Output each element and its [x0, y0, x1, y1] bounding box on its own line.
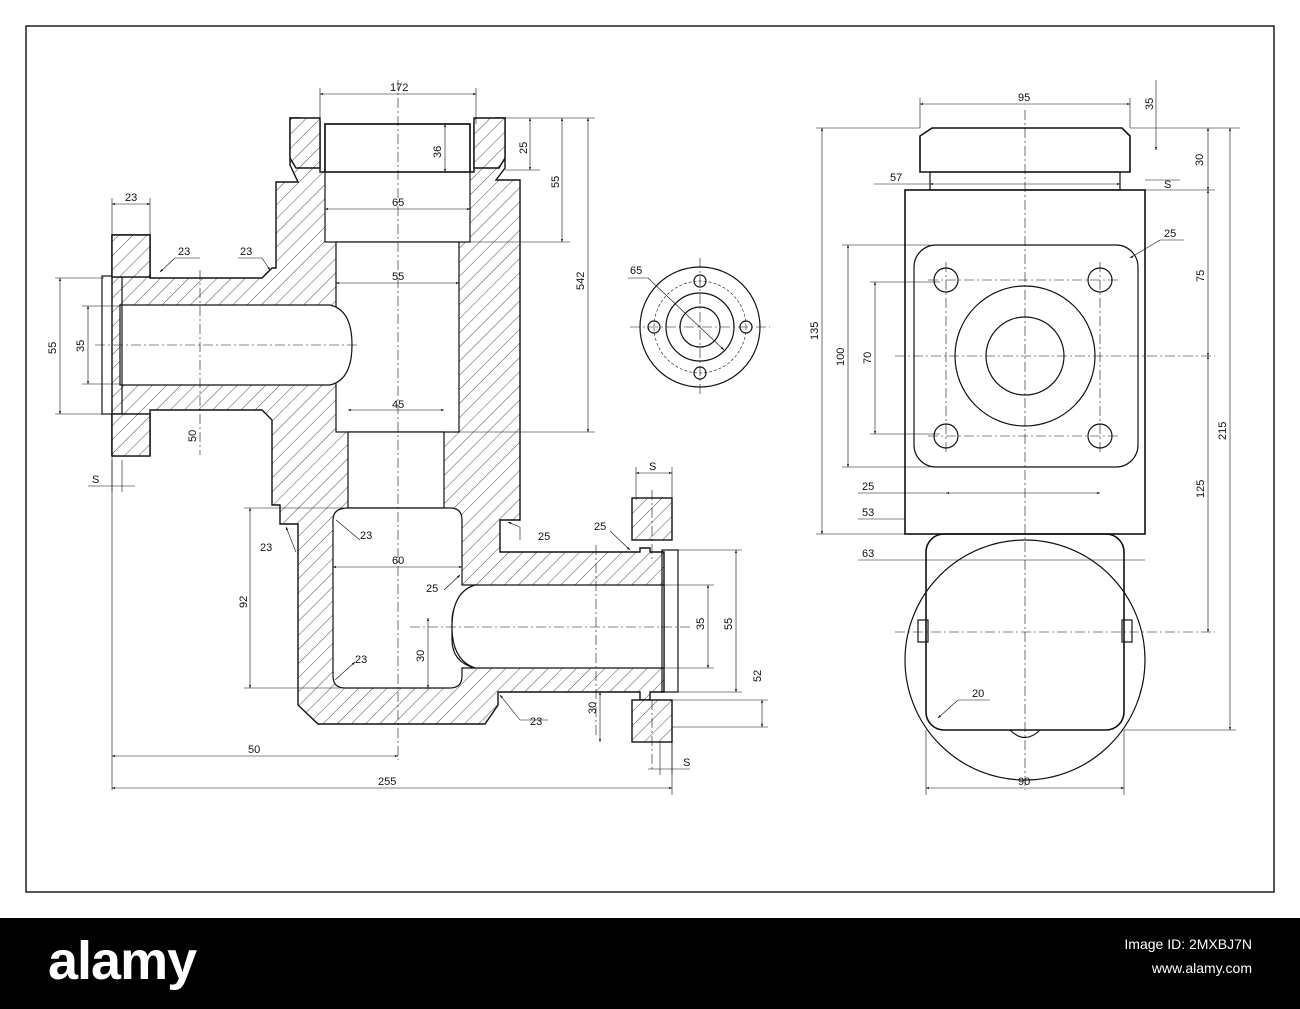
top-cap-slot — [324, 123, 471, 173]
dim-35-left: 35 — [75, 340, 87, 352]
dim-50-v: 50 — [187, 430, 199, 442]
alamy-logo: alamy — [48, 931, 197, 991]
image-id-text: Image ID: 2MXBJ7N — [1124, 936, 1252, 952]
dim-25-e: 25 — [538, 531, 550, 543]
dim-30-low: 30 — [587, 702, 599, 714]
flange-view: 65 — [628, 258, 770, 396]
top-nut-right — [473, 117, 506, 169]
side-dim-s: S — [1164, 179, 1171, 191]
side-dim-215: 215 — [1217, 422, 1229, 440]
dim-55-top: 55 — [550, 176, 562, 188]
dim-55-right: 55 — [723, 618, 735, 630]
dim-23-flange: 23 — [125, 192, 137, 204]
dim-45: 45 — [392, 399, 404, 411]
side-dim-90: 90 — [1018, 776, 1030, 788]
technical-drawing: 172 36 25 55 542 65 55 45 23 23 23 55 35… — [25, 25, 1275, 893]
main-bore — [335, 241, 460, 433]
dim-s-left: S — [92, 474, 99, 486]
dim-50-h: 50 — [248, 744, 260, 756]
left-flange-hub-low-fill — [111, 413, 151, 457]
dim-55-left: 55 — [47, 342, 59, 354]
dim-55-bore: 55 — [392, 271, 404, 283]
side-dim-135: 135 — [809, 322, 821, 340]
side-dim-20: 20 — [972, 688, 984, 700]
side-dim-35: 35 — [1144, 98, 1156, 110]
side-dim-125: 125 — [1195, 480, 1207, 498]
top-bore-65 — [324, 123, 471, 243]
image-id-block: Image ID: 2MXBJ7N www.alamy.com — [1124, 932, 1252, 980]
neck-bore — [347, 431, 445, 509]
dim-30-inner: 30 — [415, 650, 427, 662]
dim-25-f: 25 — [594, 521, 606, 533]
side-dim-30: 30 — [1194, 154, 1206, 166]
dim-23-c: 23 — [360, 530, 372, 542]
sheet-border — [25, 25, 1275, 893]
dim-23-a: 23 — [178, 246, 190, 258]
dim-172: 172 — [390, 82, 408, 94]
side-dim-25-bottom: 25 — [862, 481, 874, 493]
side-dim-63: 63 — [862, 548, 874, 560]
side-dim-57: 57 — [890, 172, 902, 184]
dim-s-right-top: S — [649, 461, 656, 473]
side-dim-70: 70 — [862, 352, 874, 364]
top-nut-left — [289, 117, 321, 169]
dim-23-d: 23 — [260, 542, 272, 554]
side-dim-75: 75 — [1195, 270, 1207, 282]
right-bore — [451, 584, 665, 669]
side-view: 95 35 30 S 57 25 135 100 70 75 215 125 2… — [809, 80, 1240, 795]
dim-36: 36 — [432, 146, 444, 158]
left-flange-hub-fill — [111, 234, 151, 278]
dim-23-b: 23 — [240, 246, 252, 258]
dim-35-right: 35 — [695, 618, 707, 630]
side-dim-95: 95 — [1018, 92, 1030, 104]
dim-23-f: 23 — [530, 716, 542, 728]
dim-65: 65 — [392, 197, 404, 209]
dim-542: 542 — [575, 272, 587, 290]
section-view: 172 36 25 55 542 65 55 45 23 23 23 55 35… — [47, 80, 768, 795]
side-dim-25-corner: 25 — [1164, 228, 1176, 240]
watermark-footer: alamy Image ID: 2MXBJ7N www.alamy.com — [0, 918, 1300, 1009]
dim-60: 60 — [392, 555, 404, 567]
dim-52: 52 — [752, 670, 764, 682]
dim-255: 255 — [378, 776, 396, 788]
dim-s-right-bottom: S — [683, 757, 690, 769]
side-dim-100: 100 — [835, 348, 847, 366]
dim-92: 92 — [238, 596, 250, 608]
site-url-text: www.alamy.com — [1151, 960, 1252, 976]
side-dim-53: 53 — [862, 507, 874, 519]
dim-25-g: 25 — [426, 583, 438, 595]
flange-dim-65: 65 — [630, 265, 642, 277]
dim-25-top: 25 — [518, 142, 530, 154]
right-flange-face — [661, 549, 679, 693]
dim-23-e: 23 — [355, 654, 367, 666]
